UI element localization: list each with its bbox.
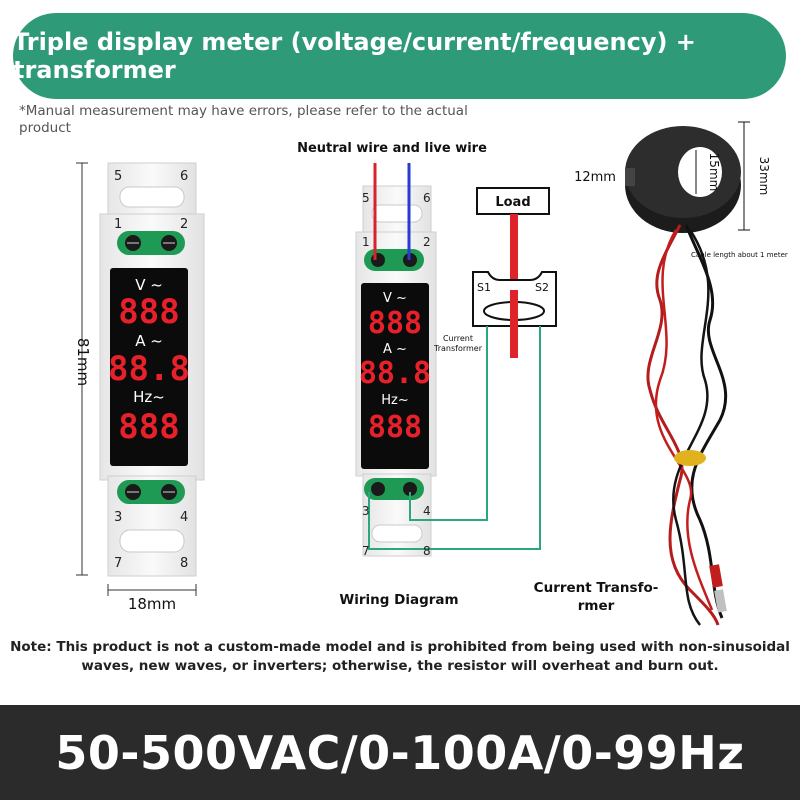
- dim-15mm: 15mm: [707, 153, 721, 192]
- led-display: [110, 268, 188, 466]
- hz-label: Hz~: [133, 388, 165, 406]
- wiring-terminal-7: 7: [362, 544, 370, 558]
- ct-wire-s2: [368, 326, 541, 550]
- amp-label: A ~: [135, 332, 163, 350]
- wiring-terminal-1: 1: [362, 235, 370, 249]
- height-dimension: 81mm: [74, 338, 92, 386]
- wiring-terminal-8: 8: [423, 544, 431, 558]
- title-banner: Triple display meter (voltage/current/fr…: [13, 13, 786, 99]
- hz-digits: 888: [118, 407, 179, 447]
- wiring-terminal-3: 3: [362, 504, 370, 518]
- wiring-volt-digits: 888: [368, 306, 422, 341]
- left-terminal-1: 1: [114, 217, 122, 232]
- left-terminal-2: 2: [180, 217, 188, 232]
- left-terminal-7: 7: [114, 556, 122, 571]
- disclaimer-text: *Manual measurement may have errors, ple…: [19, 103, 468, 136]
- volt-digits: 888: [118, 292, 179, 332]
- ct-label-2: Transformer: [433, 344, 483, 353]
- dim-12mm: 12mm: [574, 170, 616, 185]
- left-terminal-5: 5: [114, 169, 122, 184]
- spec-footer: 50-500VAC/0-100A/0-99Hz: [0, 705, 800, 800]
- transformer-image: [625, 121, 750, 626]
- wiring-terminal-2: 2: [423, 235, 431, 249]
- amp-digits: 88.8: [108, 349, 190, 389]
- ct-wire-s1: [409, 326, 488, 521]
- left-terminal-6: 6: [180, 169, 188, 184]
- dim-33mm: 33mm: [757, 157, 771, 196]
- neutral-live-label: Neutral wire and live wire: [297, 141, 487, 156]
- ct-label-1: Current: [443, 334, 473, 343]
- left-meter: [76, 162, 205, 596]
- wiring-volt-label: V ~: [383, 291, 407, 306]
- wiring-terminal-4: 4: [423, 504, 431, 518]
- page-title: Triple display meter (voltage/current/fr…: [13, 28, 696, 84]
- spec-text: 50-500VAC/0-100A/0-99Hz: [55, 725, 745, 780]
- load-label: Load: [495, 195, 530, 210]
- s2-label: S2: [535, 281, 549, 294]
- wiring-caption: Wiring Diagram: [339, 592, 458, 608]
- wiring-meter: [355, 163, 557, 557]
- left-terminal-3: 3: [114, 510, 122, 525]
- left-terminal-8: 8: [180, 556, 188, 571]
- cable-length-note: Cable length about 1 meter: [691, 251, 788, 259]
- left-terminal-4: 4: [180, 510, 188, 525]
- wiring-amp-label: A ~: [383, 342, 407, 357]
- wiring-terminal-5: 5: [362, 191, 370, 205]
- usage-note: Note: This product is not a custom-made …: [10, 639, 790, 674]
- ct-caption-2: rmer: [578, 598, 615, 614]
- width-dimension: 18mm: [128, 595, 176, 613]
- wiring-amp-digits: 88.8: [359, 356, 431, 391]
- ct-caption-1: Current Transfo-: [534, 580, 659, 596]
- wiring-hz-label: Hz~: [381, 393, 409, 408]
- s1-label: S1: [477, 281, 491, 294]
- wiring-hz-digits: 888: [368, 410, 422, 445]
- volt-label: V ~: [135, 276, 163, 294]
- wiring-terminal-6: 6: [423, 191, 431, 205]
